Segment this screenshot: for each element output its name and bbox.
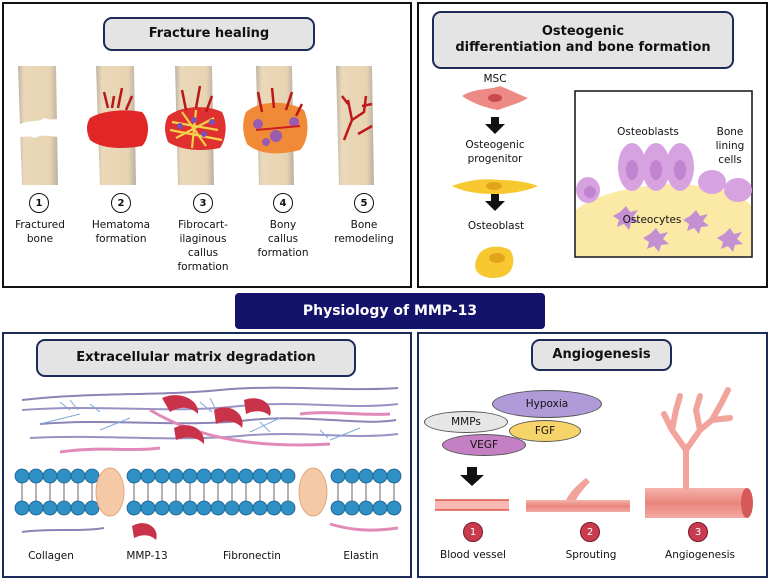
arrow-down-angio (460, 467, 484, 486)
vessel-stage-2 (526, 478, 630, 512)
legend-collagen: Collagen (28, 550, 74, 562)
osteogenic-title: Osteogenic differentiation and bone form… (432, 11, 734, 69)
angio-number-1: 1 (463, 522, 483, 542)
stage-label-3: Fibrocart- ilaginous callus formation (177, 219, 229, 273)
stage-label-5: Bone remodeling (334, 219, 394, 245)
stage-number-4: 4 (273, 193, 293, 213)
stage-number-1: 1 (29, 193, 49, 213)
legend-mmp13: MMP-13 (126, 550, 168, 562)
angio-number-3: 3 (688, 522, 708, 542)
legend-elastin: Elastin (343, 550, 379, 562)
bone-lining-label: Bone lining cells (715, 126, 745, 166)
stage-number-5: 5 (354, 193, 374, 213)
osteoblast-cell (475, 246, 514, 278)
angio-label-2: Sprouting (565, 549, 617, 561)
bone-stage-2 (87, 66, 148, 185)
angio-label-1: Blood vessel (440, 549, 506, 561)
angio-label-3: Angiogenesis (665, 549, 735, 561)
ecm-fibers (21, 386, 399, 454)
ecm-lower-fibers (21, 522, 399, 533)
progenitor-cell (452, 179, 538, 194)
vegf-oval: VEGF (442, 434, 526, 456)
angiogenesis-title: Angiogenesis (531, 339, 672, 371)
hypoxia-oval: Hypoxia (492, 390, 602, 418)
physiology-mmp13-title: Physiology of MMP-13 (235, 293, 545, 329)
fgf-oval: FGF (509, 420, 581, 442)
msc-cell (462, 86, 528, 110)
stage-number-3: 3 (193, 193, 213, 213)
progenitor-label: Osteogenic progenitor (465, 139, 525, 165)
osteoblast-label: Osteoblast (467, 220, 525, 232)
osteocytes-label: Osteocytes (622, 214, 682, 226)
mmp13-enzymes (132, 395, 271, 540)
angio-number-2: 2 (580, 522, 600, 542)
cell-membrane (14, 467, 402, 517)
stage-number-2: 2 (111, 193, 131, 213)
legend-fibronectin: Fibronectin (223, 550, 281, 562)
bone-tissue-inset (574, 90, 753, 258)
bone-stage-3 (165, 66, 226, 185)
stage-label-2: Hematoma formation (91, 219, 151, 245)
osteoblasts-label: Osteoblasts (617, 126, 679, 138)
stage-label-1: Fractured bone (15, 219, 65, 245)
bone-stage-1 (15, 66, 66, 185)
bone-stage-5 (336, 66, 374, 185)
vessel-stage-1 (435, 499, 509, 511)
ecm-title: Extracellular matrix degradation (36, 339, 356, 377)
arrow-down-2 (485, 194, 505, 211)
mmps-oval: MMPs (424, 411, 508, 433)
vessel-stage-3 (645, 387, 753, 518)
stage-label-4: Bony callus formation (257, 219, 309, 259)
arrow-down-1 (485, 117, 505, 134)
msc-label: MSC (483, 73, 507, 85)
fracture-healing-title: Fracture healing (103, 17, 315, 51)
bone-stage-4 (243, 66, 308, 185)
